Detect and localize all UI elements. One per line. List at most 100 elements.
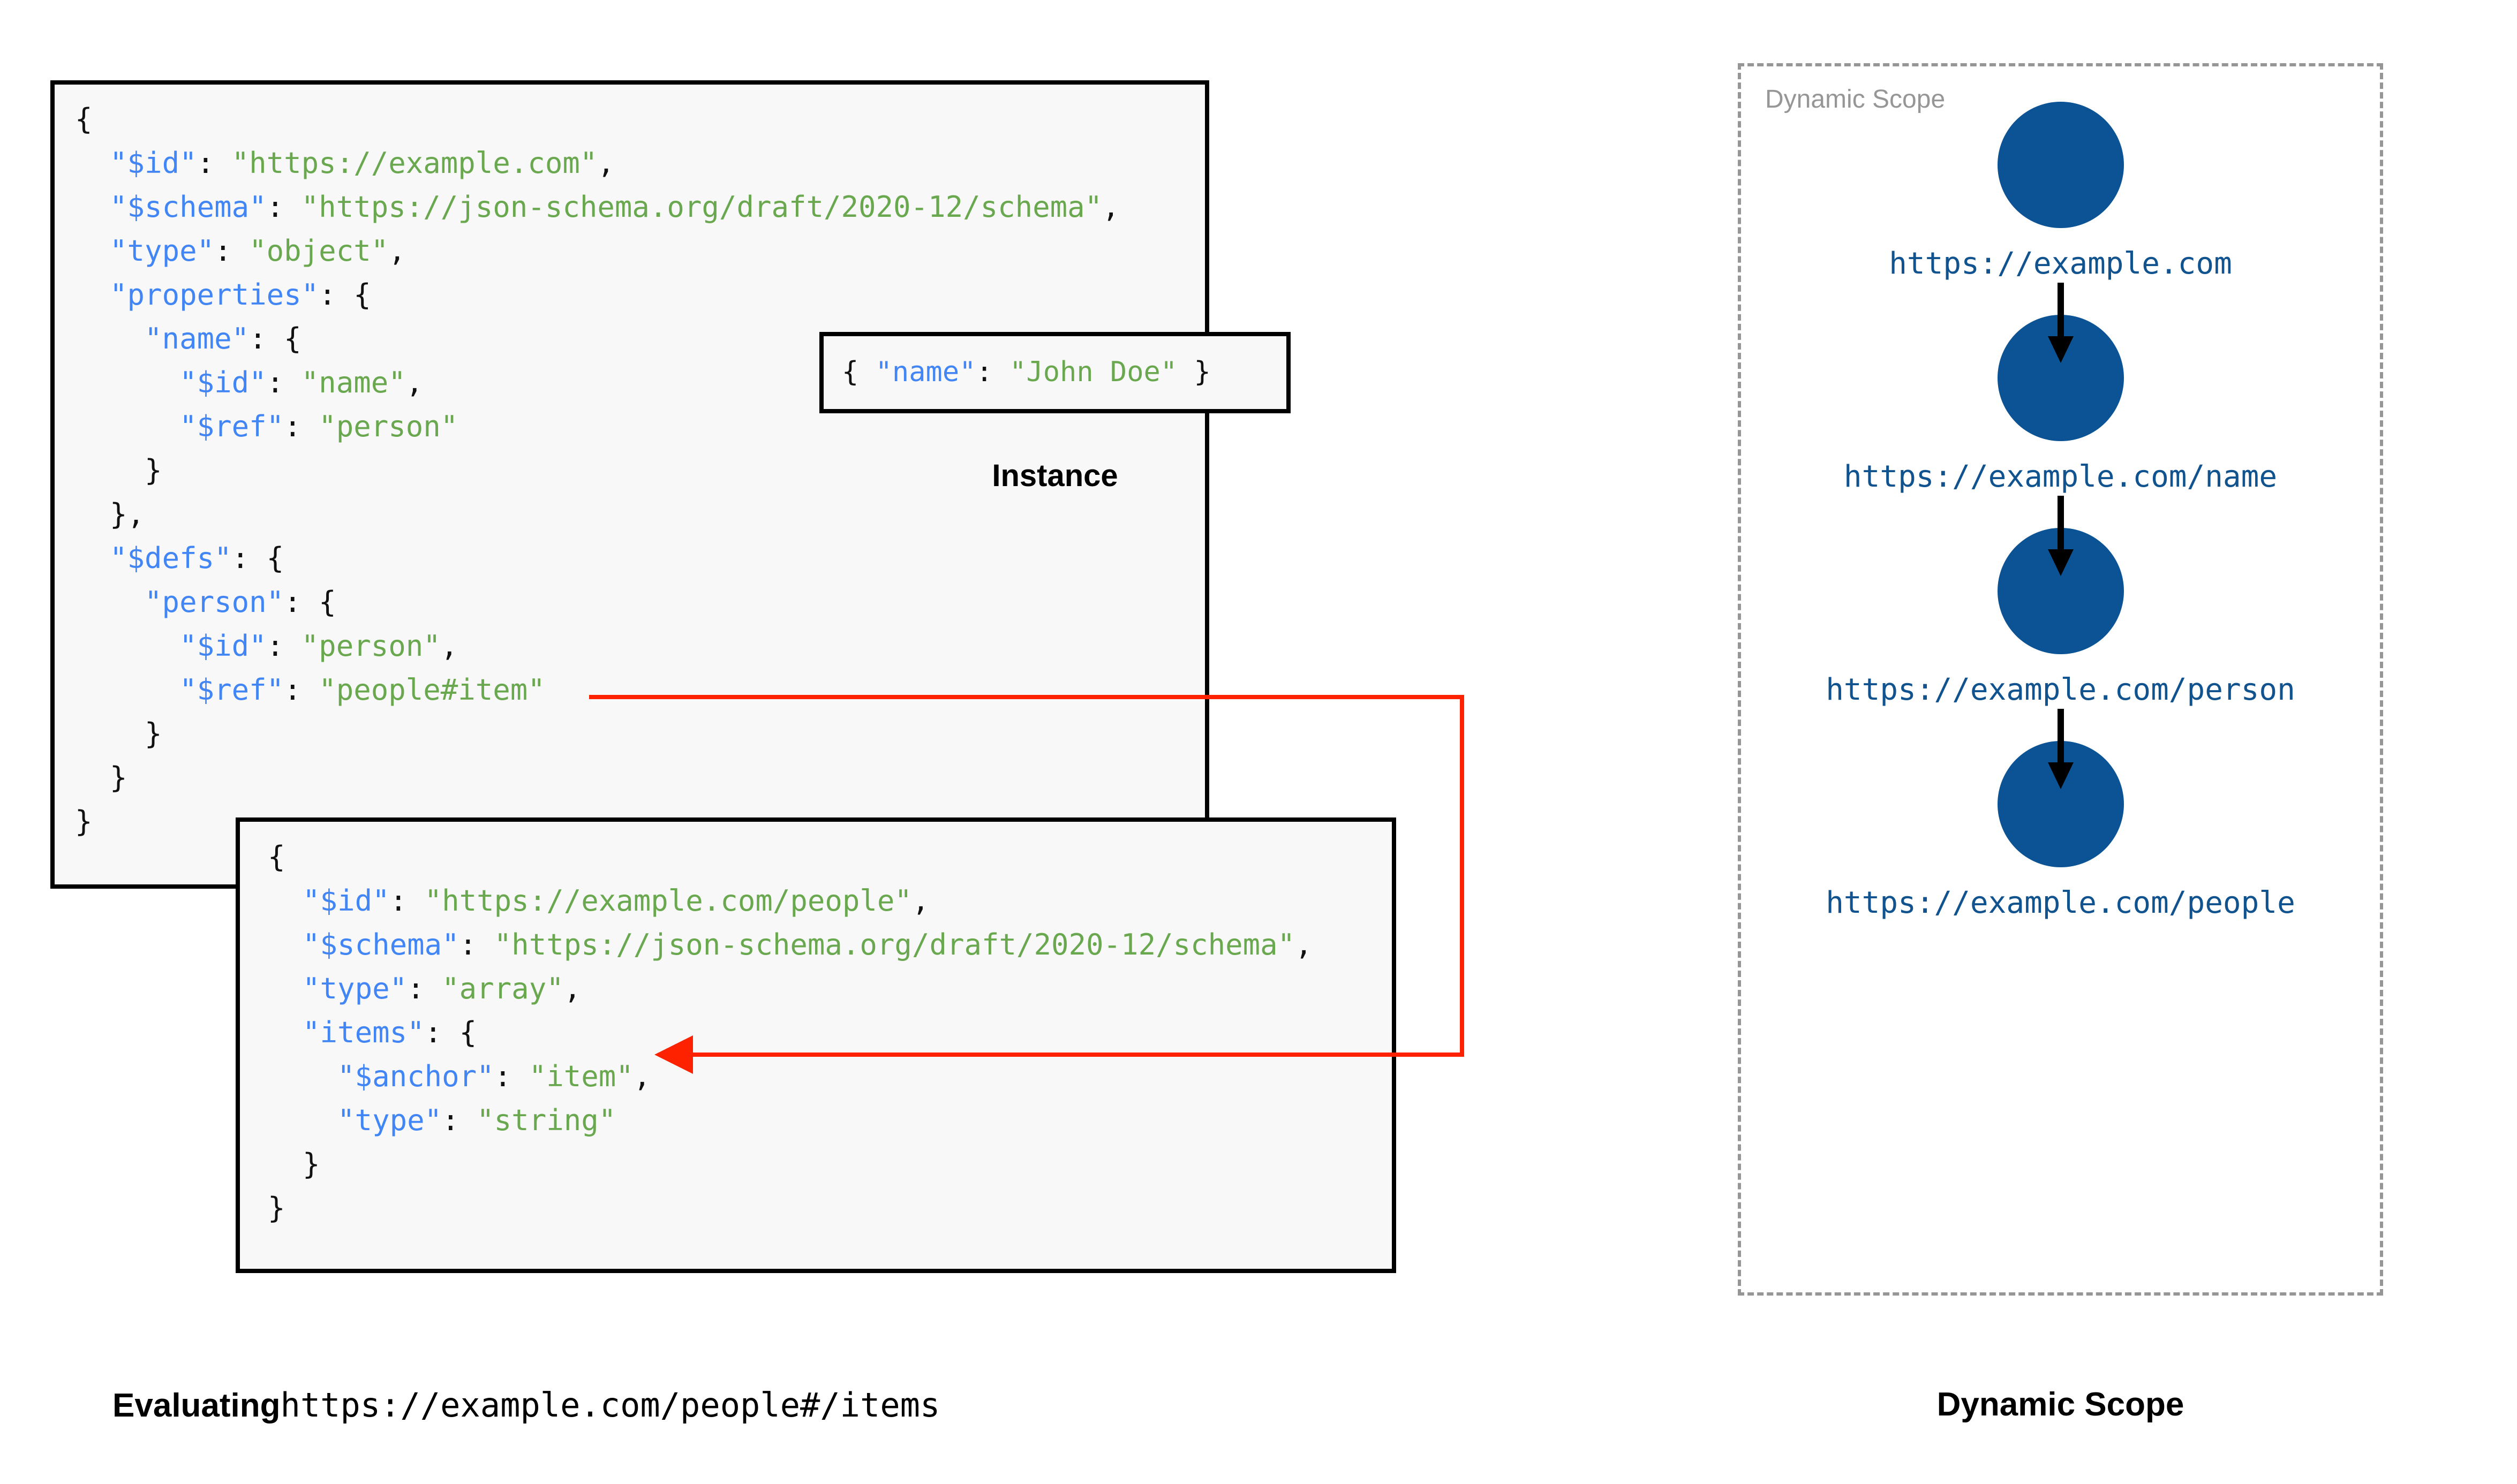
json-string: "https://example.com/people" [424,884,912,918]
json-punct [75,278,110,312]
instance-code: { "name": "John Doe" } [842,348,1211,396]
json-key: "items" [303,1016,425,1049]
json-punct: : [284,410,319,443]
code-line: "$id": "person", [75,624,1120,668]
code-line: { [268,835,1313,879]
json-string: "https://json-schema.org/draft/2020-12/s… [301,190,1103,224]
code-line: } [268,1142,1313,1186]
root-schema-code: { "$id": "https://example.com", "$schema… [75,97,1120,844]
json-punct: , [1295,928,1313,961]
json-punct: : [976,356,1010,388]
code-line: } [75,800,1120,844]
scope-chain-arrow-icon [1738,496,2383,579]
json-key: "type" [110,234,215,268]
code-line: "$schema": "https://json-schema.org/draf… [75,185,1120,229]
code-line: "$ref": "person" [75,405,1120,449]
json-punct: } [75,761,127,794]
json-punct: , [440,629,458,663]
code-line: "person": { [75,580,1120,624]
code-line: "$ref": "people#item" [75,668,1120,712]
json-punct: } [75,453,162,487]
code-line: { [75,97,1120,141]
json-punct: : [266,629,302,663]
code-line: "$anchor": "item", [268,1055,1313,1099]
json-punct: : [284,673,319,707]
json-key: "$schema" [110,190,267,224]
json-punct: : [197,146,232,180]
scope-node-label: https://example.com/person [1826,672,2295,707]
json-punct [75,541,110,575]
json-punct: : [214,234,250,268]
code-line: "$schema": "https://json-schema.org/draf… [268,923,1313,967]
json-punct: , [388,234,406,268]
json-key: "$id" [303,884,390,918]
json-string: "string" [477,1103,616,1137]
json-punct: : [494,1059,529,1093]
reference-arrow [589,695,1464,1074]
json-string: "object" [249,234,389,268]
code-line: "$id": "https://example.com", [75,141,1120,185]
json-punct [268,1016,303,1049]
json-punct [75,190,110,224]
json-punct [268,1059,337,1093]
code-line: "$id": "https://example.com/people", [268,879,1313,923]
people-schema-code: { "$id": "https://example.com/people", "… [268,835,1313,1230]
json-punct: : { [231,541,284,575]
code-line: { "name": "John Doe" } [842,348,1211,396]
json-key: "$ref" [179,673,284,707]
json-punct: : [459,928,494,961]
json-key: "$ref" [179,410,284,443]
json-punct: { [842,356,876,388]
code-line: } [75,712,1120,756]
json-punct: , [563,972,582,1005]
code-line: "type": "array", [268,967,1313,1011]
code-line: "name": { [75,317,1120,361]
json-punct: : { [284,585,336,619]
dynamic-scope-node: https://example.com [1738,102,2383,281]
json-key: "$schema" [303,928,459,961]
json-key: "type" [303,972,408,1005]
json-punct [75,673,179,707]
json-string: "https://json-schema.org/draft/2020-12/s… [494,928,1295,961]
scope-node-label: https://example.com [1889,246,2232,281]
evaluating-caption-uri: https://example.com/people#/items [280,1385,940,1425]
json-punct: , [633,1059,651,1093]
json-string: "item" [529,1059,634,1093]
json-key: "$id" [179,366,267,399]
json-punct: { [268,840,285,874]
json-punct: } [268,1191,285,1225]
json-punct: } [268,1147,320,1181]
json-punct: }, [75,497,145,531]
json-punct: } [75,805,93,838]
json-key: "$defs" [110,541,232,575]
scope-chain-arrow-icon [1738,283,2383,366]
json-punct: : [266,366,302,399]
people-schema-box [236,817,1396,1273]
json-punct [75,234,110,268]
code-line: } [268,1186,1313,1230]
json-string: "person" [301,629,441,663]
json-key: "$anchor" [337,1059,494,1093]
json-punct [268,928,303,961]
json-string: "array" [442,972,564,1005]
json-punct: , [911,884,930,918]
json-key: "$id" [110,146,197,180]
json-punct: { [75,102,93,136]
evaluating-caption: Evaluatinghttps://example.com/people#/it… [112,1385,940,1425]
json-punct [75,629,179,663]
json-punct [75,585,145,619]
json-punct [268,884,303,918]
json-punct [75,366,179,399]
json-punct: : [407,972,442,1005]
json-key: "name" [145,322,250,355]
json-punct: } [75,717,162,751]
json-punct: , [597,146,615,180]
scope-node-label: https://example.com/name [1843,459,2278,494]
code-line: } [75,449,1120,493]
json-punct [75,322,145,355]
json-punct: , [405,366,424,399]
json-key: "$id" [179,629,267,663]
json-punct [75,146,110,180]
code-line: "type": "object", [75,229,1120,273]
json-string: "John Doe" [1009,356,1178,388]
